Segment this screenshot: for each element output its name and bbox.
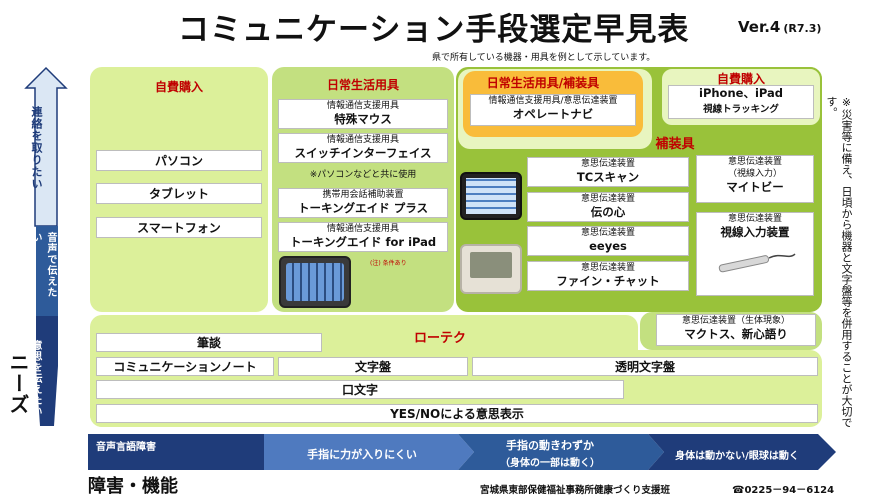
tc-scan-item: 意思伝達装置 TCスキャン <box>527 157 689 187</box>
talking-aid-plus-category: 携帯用会話補助装置 <box>322 190 404 200</box>
special-mouse-name: 特殊マウス <box>334 112 392 126</box>
yes-no-item: YES/NOによる意思表示 <box>96 404 818 423</box>
eeyes-item: 意思伝達装置 eeyes <box>527 226 689 256</box>
letter-board-item: 文字盤 <box>278 357 468 376</box>
tc-scan-category: 意思伝達装置 <box>580 159 635 169</box>
pc-usage-note: ※パソコンなどと共に使用 <box>309 170 417 180</box>
mytobii-name: マイトビー <box>726 180 784 194</box>
version-number: Ver.4 <box>738 18 781 36</box>
eyes-only-label: 身体は動かない/眼球は動く <box>675 450 799 462</box>
operate-navi-name: オペレートナビ <box>512 107 594 121</box>
page-title: コミュニケーション手段選定早見表 <box>178 12 690 48</box>
office-phone: ☎0225－94－6124 <box>732 485 835 496</box>
gaze-sensor-icon <box>718 253 796 273</box>
talking-aid-ipad-category: 情報通信支援用具 <box>326 224 399 234</box>
tc-scan-name: TCスキャン <box>576 170 640 184</box>
gaze-input-name: 視線入力装置 <box>720 225 790 239</box>
needs-label: ニーズ <box>6 352 30 415</box>
denno-shin-name: 伝の心 <box>590 205 626 219</box>
special-mouse-category: 情報通信支援用具 <box>326 101 399 111</box>
fine-chat-category: 意思伝達装置 <box>580 263 635 273</box>
fine-chat-screen-graphic <box>470 252 512 278</box>
needs-top-label: 連絡を取りたい <box>30 106 43 190</box>
disability-arrow <box>88 434 836 470</box>
lowtech-title: ローテク <box>413 331 466 346</box>
pc-item: パソコン <box>96 150 262 171</box>
fine-chat-name: ファイン・チャット <box>556 274 660 288</box>
self-purchase-title: 自費購入 <box>154 80 203 94</box>
mytobii-sub: （視線入力） <box>727 169 782 179</box>
special-mouse-item: 情報通信支援用具 特殊マウス <box>278 99 448 129</box>
slight-finger-label: 手指の動きわずか <box>506 439 594 452</box>
tablet-item: タブレット <box>96 183 262 204</box>
body-part-moves-label: （身体の一部は動く） <box>500 457 600 469</box>
switch-interface-name: スイッチインターフェイス <box>294 146 432 160</box>
disability-axis-label: 障害・機能 <box>88 476 178 497</box>
office-name: 宮城県東部保健福祉事務所健康づくり支援班 <box>480 485 671 496</box>
needs-middle-label: 音声で伝えたい <box>30 232 56 298</box>
tc-scan-device-image <box>460 172 522 220</box>
fine-chat-device-image <box>460 244 522 294</box>
iphone-ipad-item: iPhone、iPad 視線トラッキング <box>668 85 814 119</box>
speech-disorder-label: 音声言語障害 <box>96 441 156 453</box>
switch-interface-category: 情報通信支援用具 <box>326 135 399 145</box>
daily-aids-title: 日常生活用具 <box>326 78 399 92</box>
mytobii-category: 意思伝達装置 <box>727 157 782 167</box>
talking-aid-plus-item: 携帯用会話補助装置 トーキングエイド プラス <box>278 188 448 218</box>
fine-chat-item: 意思伝達装置 ファイン・チャット <box>527 261 689 291</box>
device-keypad-graphic <box>286 263 344 301</box>
needs-bottom-label: 意思を伝えたい <box>30 340 41 417</box>
disaster-side-note: ※災害等に備え、日頃から機器と文字盤等を併用することが大切です。 <box>825 96 853 428</box>
gaze-tracking-label: 視線トラッキング <box>703 104 779 115</box>
talking-aid-plus-name: トーキングエイド プラス <box>298 201 428 215</box>
laptop-screen-graphic <box>466 178 516 214</box>
maktos-name: マクトス、新心語り <box>684 327 788 341</box>
operate-navi-item: 情報通信支援用具/意思伝達装置 オペレートナビ <box>470 94 636 126</box>
self-purchase-right-title: 自費購入 <box>716 72 765 86</box>
smartphone-item: スマートフォン <box>96 217 262 238</box>
iphone-ipad-name: iPhone、iPad <box>699 86 783 100</box>
gaze-input-category: 意思伝達装置 <box>727 214 782 224</box>
equipment-note: 県で所有している機器・用具を例として示しています。 <box>432 53 656 63</box>
switch-interface-item: 情報通信支援用具 スイッチインターフェイス <box>278 133 448 163</box>
mytobii-item: 意思伝達装置 （視線入力） マイトビー <box>696 155 814 203</box>
version-label: Ver.4(R7.3) <box>738 18 821 36</box>
talking-aid-ipad-name: トーキングエイド for iPad <box>289 235 437 249</box>
maktos-category: 意思伝達装置（生体現象） <box>681 316 790 326</box>
transparent-board-item: 透明文字盤 <box>472 357 818 376</box>
denno-shin-item: 意思伝達装置 伝の心 <box>527 192 689 222</box>
prosthetic-title: 補装具 <box>655 137 695 152</box>
talking-aid-ipad-item: 情報通信支援用具 トーキングエイド for iPad <box>278 222 448 252</box>
daily-prosthetic-title: 日常生活用具/補装具 <box>486 76 600 90</box>
weak-fingers-label: 手指に力が入りにくい <box>307 448 417 461</box>
mouth-letter-item: 口文字 <box>96 380 624 399</box>
eeyes-category: 意思伝達装置 <box>580 228 635 238</box>
communication-notebook-item: コミュニケーションノート <box>96 357 274 376</box>
denno-shin-category: 意思伝達装置 <box>580 194 635 204</box>
written-item: 筆談 <box>96 333 322 352</box>
operate-navi-category: 情報通信支援用具/意思伝達装置 <box>488 96 618 106</box>
eeyes-name: eeyes <box>589 239 627 253</box>
needs-arrow <box>24 66 68 426</box>
maktos-item: 意思伝達装置（生体現象） マクトス、新心語り <box>656 314 816 346</box>
condition-note: (注) 条件あり <box>370 260 407 267</box>
talking-aid-device-image <box>279 256 351 308</box>
version-date: (R7.3) <box>783 22 822 35</box>
gaze-input-item: 意思伝達装置 視線入力装置 <box>696 212 814 296</box>
